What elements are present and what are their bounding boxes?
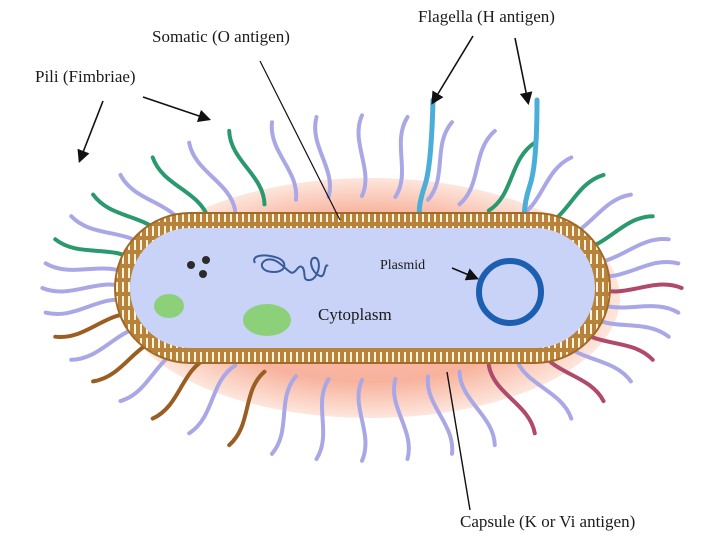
pilus bbox=[392, 377, 411, 461]
arrow-flagella-left bbox=[431, 35, 474, 105]
arrow-pili-right bbox=[142, 96, 212, 122]
pilus bbox=[314, 377, 331, 461]
ribosome bbox=[202, 256, 210, 264]
pilus bbox=[187, 363, 238, 436]
arrow-flagella-right bbox=[514, 37, 533, 106]
pilus bbox=[313, 115, 332, 199]
pilus bbox=[356, 113, 368, 198]
label-cytoplasm: Cytoplasm bbox=[318, 305, 392, 324]
pilus bbox=[227, 128, 267, 207]
storage-granule bbox=[154, 294, 184, 318]
label-plasmid: Plasmid bbox=[380, 258, 425, 273]
pilus bbox=[393, 115, 410, 199]
label-flagella: Flagella (H antigen) bbox=[418, 7, 555, 26]
pilus bbox=[356, 378, 368, 463]
arrow-plasmid bbox=[451, 267, 479, 281]
label-capsule: Capsule (K or Vi antigen) bbox=[460, 512, 635, 531]
arrow-pili-left bbox=[77, 100, 104, 163]
pilus bbox=[270, 374, 298, 456]
pilus bbox=[457, 128, 497, 207]
pilus bbox=[486, 363, 537, 436]
pilus bbox=[150, 155, 211, 221]
ribosome bbox=[199, 270, 207, 278]
label-pili: Pili (Fimbriae) bbox=[35, 67, 136, 86]
arrow-somatic bbox=[259, 60, 341, 221]
pilus bbox=[425, 374, 455, 456]
pilus bbox=[513, 355, 574, 421]
ribosome bbox=[187, 261, 195, 269]
cytoplasm-region bbox=[130, 228, 595, 348]
pilus bbox=[426, 120, 454, 202]
pilus bbox=[269, 120, 299, 202]
ribosomes bbox=[187, 256, 210, 278]
storage-granule bbox=[243, 304, 291, 336]
pilus bbox=[486, 140, 537, 213]
pilus bbox=[457, 369, 497, 448]
leader-lines bbox=[77, 35, 533, 511]
cell-membrane-outline bbox=[114, 212, 611, 364]
flagellum bbox=[416, 97, 436, 223]
nucleoid-dna bbox=[253, 254, 329, 282]
arrow-capsule bbox=[446, 371, 471, 511]
pilus bbox=[227, 369, 267, 448]
plasmid bbox=[476, 258, 544, 326]
label-somatic: Somatic (O antigen) bbox=[152, 27, 290, 46]
pilus bbox=[187, 140, 238, 213]
